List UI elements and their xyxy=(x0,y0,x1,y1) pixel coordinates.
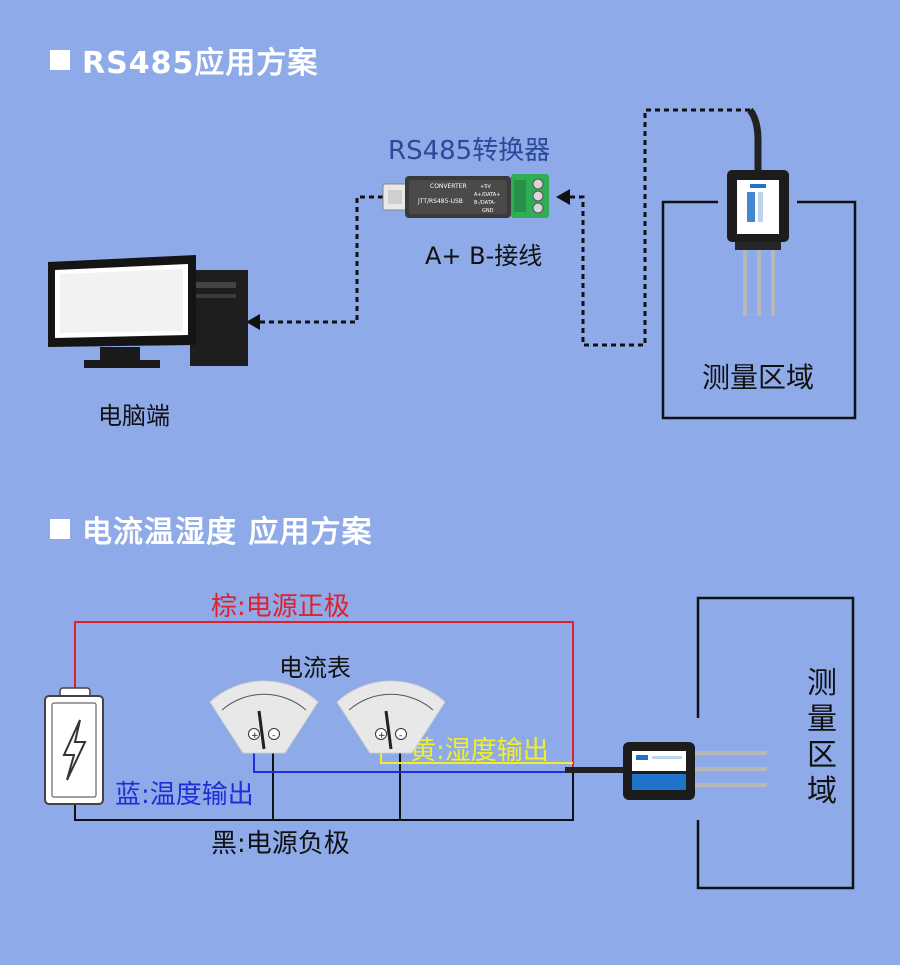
usb-to-computer-line xyxy=(258,195,383,324)
wiring-label: A+ B-接线 xyxy=(425,242,543,270)
meter-plus-sign: + xyxy=(378,731,386,741)
meter-minus-sign: - xyxy=(399,731,402,741)
pin-b-text: B-/DATA- xyxy=(474,200,496,206)
ammeter-right-icon: + - xyxy=(336,680,446,754)
meter-plus-sign: + xyxy=(251,731,259,741)
computer-icon xyxy=(48,255,248,368)
rs485-diagram: CONVERTER JTT/RS485-USB +5V A+/DATA+ B-/… xyxy=(48,107,857,420)
meter-minus-sign: - xyxy=(272,731,275,741)
soil-sensor-icon xyxy=(727,170,789,316)
soil-sensor-horizontal-icon xyxy=(623,742,767,800)
pin-top-text: +5V xyxy=(480,184,491,190)
title-bullet-icon xyxy=(50,519,70,539)
brown-wire-label: 棕:电源正极 xyxy=(211,592,350,622)
computer-label: 电脑端 xyxy=(98,402,170,430)
measure-zone-box xyxy=(661,200,857,420)
converter-top-text: CONVERTER xyxy=(430,183,467,190)
sensor-to-converter-line xyxy=(568,108,750,347)
measure-zone-label: 测量区域 xyxy=(702,361,815,394)
current-diagram: + - + - xyxy=(44,596,855,890)
black-wire-label: 黑:电源负极 xyxy=(211,829,350,859)
yellow-wire-label: 黄:湿度输出 xyxy=(410,736,549,766)
arrow-to-computer-icon xyxy=(246,314,260,330)
section-title-current: 电流温湿度 应用方案 xyxy=(50,507,372,551)
sensor-cable xyxy=(747,107,762,172)
brown-wire xyxy=(74,621,574,772)
pin-gnd-text: GND xyxy=(482,208,494,214)
section-title-text: 电流温湿度 应用方案 xyxy=(82,515,373,550)
usb-rs485-converter-icon: CONVERTER JTT/RS485-USB +5V A+/DATA+ B-/… xyxy=(382,174,549,218)
converter-label: RS485转换器 xyxy=(388,136,551,166)
ammeter-label: 电流表 xyxy=(279,654,351,682)
converter-model-text: JTT/RS485-USB xyxy=(417,198,463,205)
black-wire xyxy=(74,772,574,821)
title-bullet-icon xyxy=(50,50,70,70)
section-title-rs485: RS485应用方案 xyxy=(50,38,318,82)
measure-zone-box xyxy=(696,596,855,890)
section-title-text: RS485应用方案 xyxy=(82,46,319,81)
measure-zone-label-text: 测量区域 xyxy=(807,666,837,809)
arrow-to-converter-icon xyxy=(556,189,570,205)
measure-zone-label-vertical: 测量区域 xyxy=(805,666,839,810)
pin-a-text: A+/DATA+ xyxy=(474,192,500,198)
ammeter-left-icon: + - xyxy=(209,680,319,754)
battery-icon xyxy=(44,687,104,805)
blue-wire-label: 蓝:温度输出 xyxy=(115,780,254,810)
